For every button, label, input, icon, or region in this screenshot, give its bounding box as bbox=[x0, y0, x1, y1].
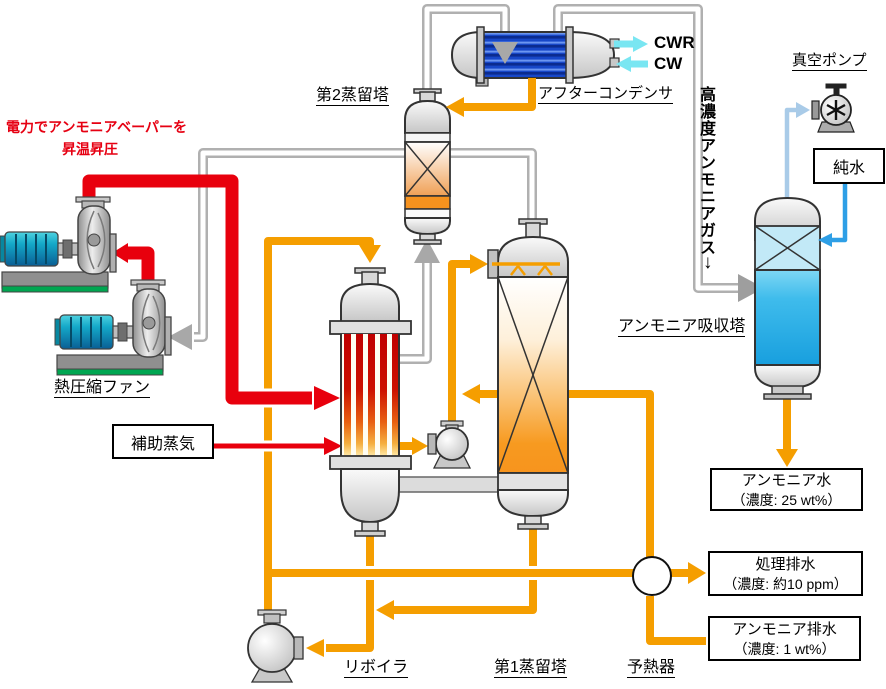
ammonia-drain-line1: アンモニア排水 bbox=[732, 621, 837, 638]
ammonia-water-line2: （濃度: 25 wt%） bbox=[731, 492, 842, 508]
label-cwr: CWR bbox=[654, 33, 695, 52]
gas-down-arrow: ↓ bbox=[703, 252, 713, 273]
label-column1: 第1蒸留塔 bbox=[494, 659, 567, 678]
mvr-note-line2: 昇温昇圧 bbox=[62, 141, 118, 157]
reboiler-vessel bbox=[329, 267, 412, 537]
label-absorber: アンモニア吸収塔 bbox=[618, 318, 746, 337]
reboiler-column1-connector bbox=[394, 476, 508, 493]
label-preheater: 予熱器 bbox=[627, 659, 676, 678]
label-compression-fan: 熱圧縮ファン bbox=[54, 379, 151, 398]
pure-water-text: 純水 bbox=[832, 160, 865, 177]
absorber-vessel bbox=[754, 196, 821, 400]
treated-water-box: 処理排水 （濃度: 約10 ppm） bbox=[708, 551, 863, 596]
ammonia-water-line1: アンモニア水 bbox=[741, 472, 832, 489]
water-lines bbox=[784, 102, 848, 247]
aux-steam-box: 補助蒸気 bbox=[112, 424, 214, 459]
vapor-pipes bbox=[168, 4, 764, 364]
after-condenser-vessel bbox=[450, 26, 620, 87]
cooling-water-arrows bbox=[614, 36, 648, 72]
fan-unit-lower bbox=[54, 279, 172, 376]
ammonia-water-box: アンモニア水 （濃度: 25 wt%） bbox=[710, 468, 863, 511]
bottom-pump bbox=[247, 609, 304, 683]
label-cw: CW bbox=[654, 54, 683, 73]
label-reboiler: リボイラ bbox=[344, 659, 409, 678]
preheater-circle bbox=[632, 556, 706, 596]
vacuum-pump-icon bbox=[811, 83, 855, 133]
label-column2: 第2蒸留塔 bbox=[316, 87, 389, 106]
aux-steam-text: 補助蒸気 bbox=[130, 435, 195, 453]
center-pump bbox=[427, 420, 472, 469]
ammonia-drain-box: アンモニア排水 （濃度: 1 wt%） bbox=[708, 616, 861, 661]
column1-vessel bbox=[487, 218, 569, 530]
condenser-connections bbox=[446, 42, 536, 117]
treated-water-line1: 処理排水 bbox=[755, 556, 816, 573]
fan-unit bbox=[0, 196, 117, 293]
label-high-conc-gas: 高濃度アンモニアガス bbox=[697, 86, 714, 256]
ammonia-drain-line2: （濃度: 1 wt%） bbox=[733, 641, 836, 657]
mvr-note-line1: 電力でアンモニアベーパーを bbox=[6, 119, 188, 135]
label-vacuum-pump: 真空ポンプ bbox=[792, 52, 867, 71]
column2-vessel bbox=[404, 88, 451, 245]
pure-water-box: 純水 bbox=[813, 148, 885, 184]
label-after-condenser: アフターコンデンサ bbox=[538, 85, 674, 104]
red-vapor-recompression-lines bbox=[82, 174, 342, 455]
treated-water-line2: （濃度: 約10 ppm） bbox=[723, 576, 848, 592]
